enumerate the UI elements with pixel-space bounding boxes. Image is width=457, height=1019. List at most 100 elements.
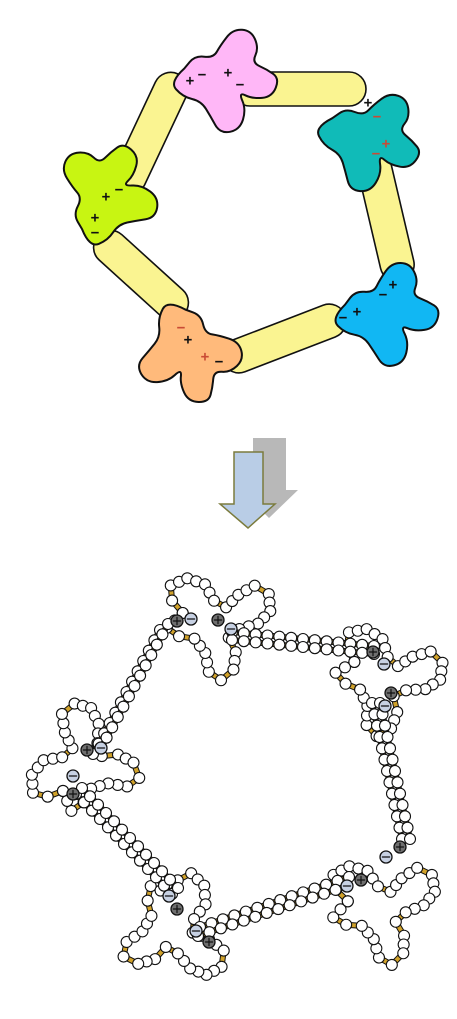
bottom-rod-8-bead-11 [227,919,238,930]
bottom-rod-6-bead-13 [405,834,416,845]
bottom-charge-14 [163,890,175,902]
bottom-charge-7 [385,687,397,699]
bottom-shape-5-bead-25 [133,958,144,969]
bottom-rod-10-bead-4 [101,808,112,819]
bottom-charge-4 [225,623,237,635]
bottom-shape-5-bead-32 [142,895,153,906]
bottom-rod-8-bead-10 [238,915,249,926]
bottom-rod-10-bead-8 [133,841,144,852]
charge-sign-16: − [215,354,223,370]
bottom-shape-2-bead-35 [349,656,360,667]
bottom-rod-4-bead-9 [321,644,332,655]
bottom-charge-15 [190,925,202,937]
bottom-rod-10-bead-2 [85,791,96,802]
charge-sign-10: − [115,182,123,198]
bottom-shape-3-bead-26 [134,772,145,783]
bottom-shape-3-bead-9 [57,752,68,763]
charge-sign-18: − [379,287,387,303]
bottom-charge-12 [67,788,79,800]
bottom-rod-2-bead-2 [157,629,168,640]
bottom-bead-chain-diagram [0,520,457,1019]
bottom-rod-10-bead-9 [141,849,152,860]
charge-sign-5: + [364,95,372,111]
bottom-shape-4-bead-26 [386,959,397,970]
bottom-shape-4-bead-32 [341,919,352,930]
bottom-rod-6-bead-9 [395,788,406,799]
bottom-rod-8-bead-9 [250,911,261,922]
bottom-shape-4-bead-21 [400,907,411,918]
bottom-rod-6-bead-4 [382,732,393,743]
bottom-rod-6-bead-6 [387,754,398,765]
bottom-shape-3-bead-2 [42,791,53,802]
bottom-charge-6 [378,658,390,670]
bottom-rod-6-bead-5 [385,743,396,754]
bottom-shape-5-bead-14 [218,945,229,956]
bottom-charge-3 [212,614,224,626]
transformation-arrow [200,430,300,530]
bottom-rod-2-bead-11 [107,722,118,733]
charge-sign-7: + [382,136,390,152]
bottom-rod-6-bead-3 [380,720,391,731]
bottom-rod-10-bead-5 [109,816,120,827]
bottom-charge-19 [355,874,367,886]
bottom-shape-4-bead-35 [342,896,353,907]
top-abstract-ring-diagram: +−+−+−+−+−+−+−+−+−+− [0,0,457,440]
bottom-rod-8-bead-8 [261,907,272,918]
bottom-shape-4-bead-9 [372,881,383,892]
bottom-charge-8 [379,700,391,712]
bottom-shape-3-bead-25 [128,757,139,768]
bottom-rod-2-bead-3 [151,639,162,650]
bottom-shape-4-bead-25 [398,948,409,959]
bottom-charge-11 [67,770,79,782]
bottom-charge-10 [95,742,107,754]
bottom-rod-4-bead-4 [262,638,273,649]
charge-sign-12: − [91,225,99,241]
bottom-rod-4-bead-1 [227,635,238,646]
bottom-rod-8-bead-2 [330,884,341,895]
charge-sign-17: + [389,277,397,293]
bottom-shape-5-bead-22 [160,941,171,952]
bottom-shape-3-bead-14 [56,708,67,719]
charge-sign-8: − [372,146,380,162]
bottom-rod-4-bead-6 [286,640,297,651]
bottom-rod-4-bead-11 [345,646,356,657]
bottom-rod-2-bead-4 [146,650,157,661]
bottom-rod-4-bead-2 [238,636,249,647]
bottom-shape-4-bead-22 [390,916,401,927]
bottom-rod-4-bead-10 [333,645,344,656]
bottom-charge-13 [171,903,183,915]
bottom-rod-4-bead-12 [357,647,368,658]
blob-orange [139,305,242,402]
bottom-shape-5-bead-26 [118,951,129,962]
bottom-shape-2-bead-32 [340,678,351,689]
bottom-shape-2-bead-21 [401,685,412,696]
charge-sign-19: + [353,304,361,320]
bottom-rod-8-bead-4 [307,892,318,903]
bottom-shape-1-bead-14 [249,580,260,591]
bottom-charge-1 [171,615,183,627]
bottom-rod-6-bead-12 [402,822,413,833]
bottom-shape-5-bead-21 [172,948,183,959]
charge-sign-3: + [224,65,232,81]
bottom-rod-8-bead-7 [273,904,284,915]
charge-sign-4: − [236,77,244,93]
bottom-rod-6-bead-8 [392,777,403,788]
bottom-charge-18 [380,851,392,863]
bottom-rod-2-bead-8 [123,691,134,702]
bottom-shape-1-bead-2 [167,595,178,606]
bottom-rod-4-bead-7 [298,642,309,653]
bottom-shape-3-bead-33 [66,805,77,816]
bottom-rod-2-bead-9 [118,701,129,712]
bottom-charge-20 [341,880,353,892]
charge-sign-11: + [91,210,99,226]
blob-blue [336,263,439,366]
bottom-shape-1-bead-32 [174,631,185,642]
bottom-charge-17 [394,841,406,853]
bottom-charge-2 [185,613,197,625]
bottom-rod-6-bead-11 [400,811,411,822]
bottom-rod-6-bead-10 [397,800,408,811]
bottom-shape-2-bead-31 [355,684,366,695]
bottom-rod-8-bead-12 [215,923,226,934]
bottom-rod-10-bead-6 [117,824,128,835]
